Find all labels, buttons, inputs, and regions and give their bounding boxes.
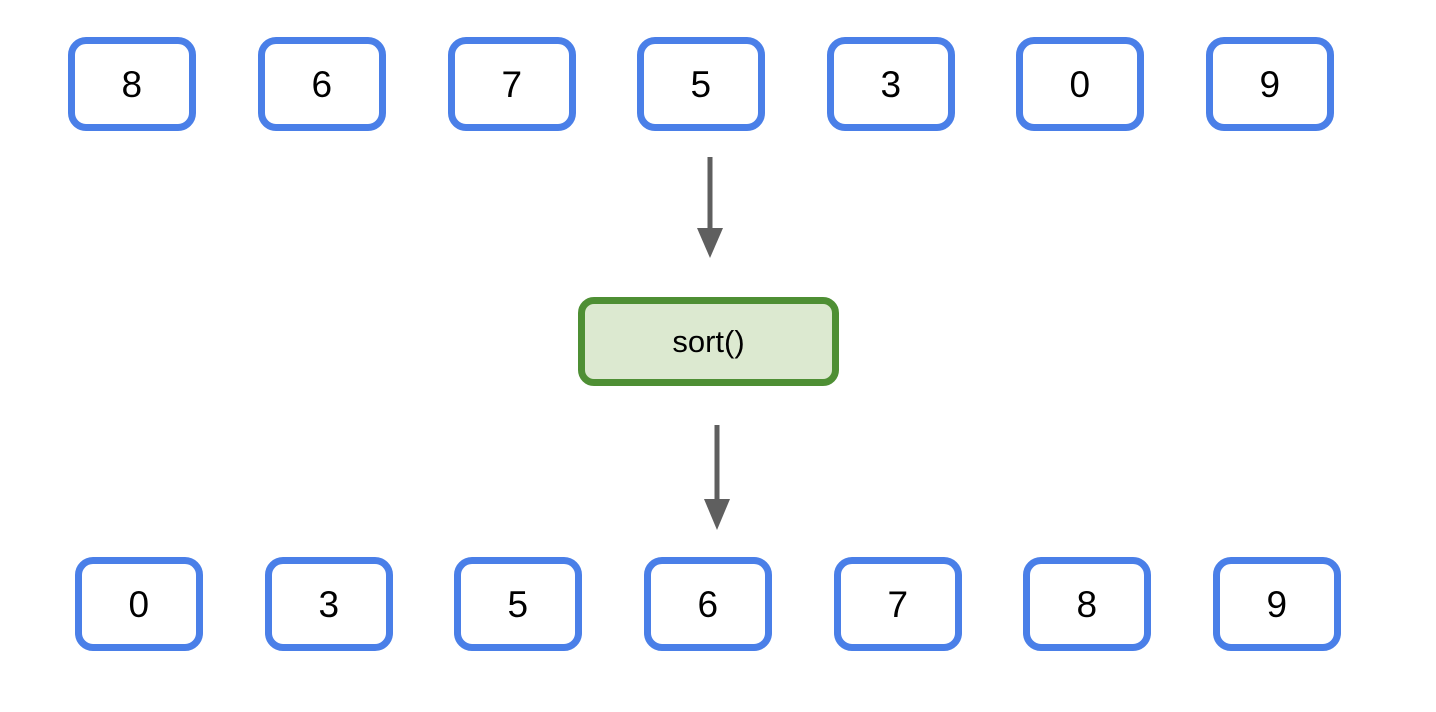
- input-value-text-4: 3: [880, 63, 902, 105]
- input-value-text-0: 8: [121, 63, 143, 105]
- output-value-box-5[interactable]: 8: [1023, 557, 1151, 651]
- output-value-text-4: 7: [887, 583, 909, 625]
- input-value-box-3[interactable]: 5: [637, 37, 765, 131]
- output-value-text-5: 8: [1076, 583, 1098, 625]
- output-value-box-6[interactable]: 9: [1213, 557, 1341, 651]
- output-value-text-0: 0: [128, 583, 150, 625]
- operation-label: sort(): [672, 324, 745, 359]
- input-value-text-6: 9: [1259, 63, 1281, 105]
- input-value-text-3: 5: [690, 63, 712, 105]
- output-value-box-2[interactable]: 5: [454, 557, 582, 651]
- output-value-box-3[interactable]: 6: [644, 557, 772, 651]
- output-value-box-1[interactable]: 3: [265, 557, 393, 651]
- operation-node-sort[interactable]: sort(): [578, 297, 839, 386]
- input-value-text-5: 0: [1069, 63, 1091, 105]
- input-value-box-2[interactable]: 7: [448, 37, 576, 131]
- input-value-text-2: 7: [501, 63, 523, 105]
- output-value-text-1: 3: [318, 583, 340, 625]
- input-value-box-1[interactable]: 6: [258, 37, 386, 131]
- input-value-box-0[interactable]: 8: [68, 37, 196, 131]
- input-value-box-6[interactable]: 9: [1206, 37, 1334, 131]
- output-value-text-3: 6: [697, 583, 719, 625]
- output-value-text-2: 5: [507, 583, 529, 625]
- output-value-box-4[interactable]: 7: [834, 557, 962, 651]
- input-value-text-1: 6: [311, 63, 333, 105]
- output-value-text-6: 9: [1266, 583, 1288, 625]
- output-value-box-0[interactable]: 0: [75, 557, 203, 651]
- arrow-down-icon-input-to-operation: [697, 157, 723, 258]
- arrow-down-icon-operation-to-output: [704, 425, 730, 530]
- input-value-box-5[interactable]: 0: [1016, 37, 1144, 131]
- input-value-box-4[interactable]: 3: [827, 37, 955, 131]
